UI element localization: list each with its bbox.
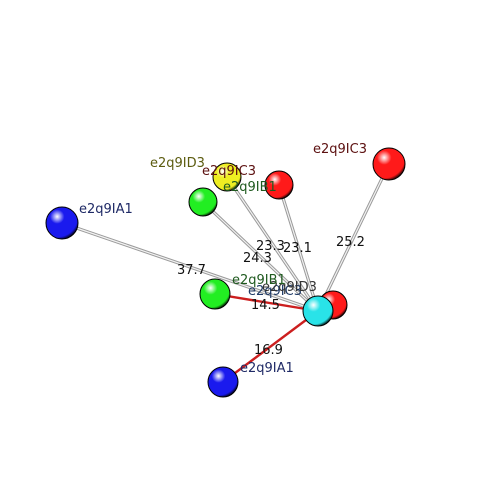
distance-label: 37.7 [177, 263, 206, 278]
atom-sphere-green_top [188, 187, 218, 217]
atom-sphere-red_top_right [372, 147, 406, 181]
atom-sphere-center [302, 295, 334, 327]
edges-layer [60, 162, 391, 384]
distance-label: 24.3 [243, 251, 272, 266]
distance-label: 25.2 [336, 235, 365, 250]
edge-highlight-yellow [226, 176, 319, 312]
edge-blue_bottom [221, 309, 320, 384]
atom-label-blue_left: e2q9IA1 [79, 202, 133, 217]
atom-label-blue_bottom: e2q9IA1 [240, 361, 294, 376]
atom-label-center: e2q9IC3 [248, 284, 302, 299]
edge-highlight-blue_left [61, 222, 319, 312]
atom-label-red_top_right: e2q9IC3 [313, 142, 367, 157]
atom-label-red_mid: e2q9IC3 [202, 164, 256, 179]
edge-green_mid [213, 292, 320, 313]
distance-label: 16.9 [254, 343, 283, 358]
atom-label-center_red: e2q9ID3 [262, 280, 317, 295]
atom-label-green_mid: e2q9IB1 [232, 273, 286, 288]
atom-sphere-green_mid [199, 278, 231, 310]
distance-label: 23.3 [256, 239, 285, 254]
edge-highlight-green_top [202, 201, 319, 312]
distance-label: 23.1 [283, 241, 312, 256]
distance-label: 14.5 [251, 298, 280, 313]
edge-highlight-red_mid [278, 184, 319, 312]
atom-label-green_top: e2q9IB1 [223, 180, 277, 195]
atom-sphere-blue_left [45, 206, 79, 240]
edge-highlight-red_top_right [317, 163, 390, 312]
atom-sphere-yellow [212, 162, 242, 192]
nodes-layer [45, 147, 406, 398]
atom-sphere-blue_bottom [207, 366, 239, 398]
atom-label-yellow: e2q9ID3 [150, 156, 205, 171]
atom-sphere-red_mid [264, 170, 294, 200]
labels-layer: 25.223.123.324.337.714.516.9e2q9IC3e2q9I… [79, 142, 367, 376]
